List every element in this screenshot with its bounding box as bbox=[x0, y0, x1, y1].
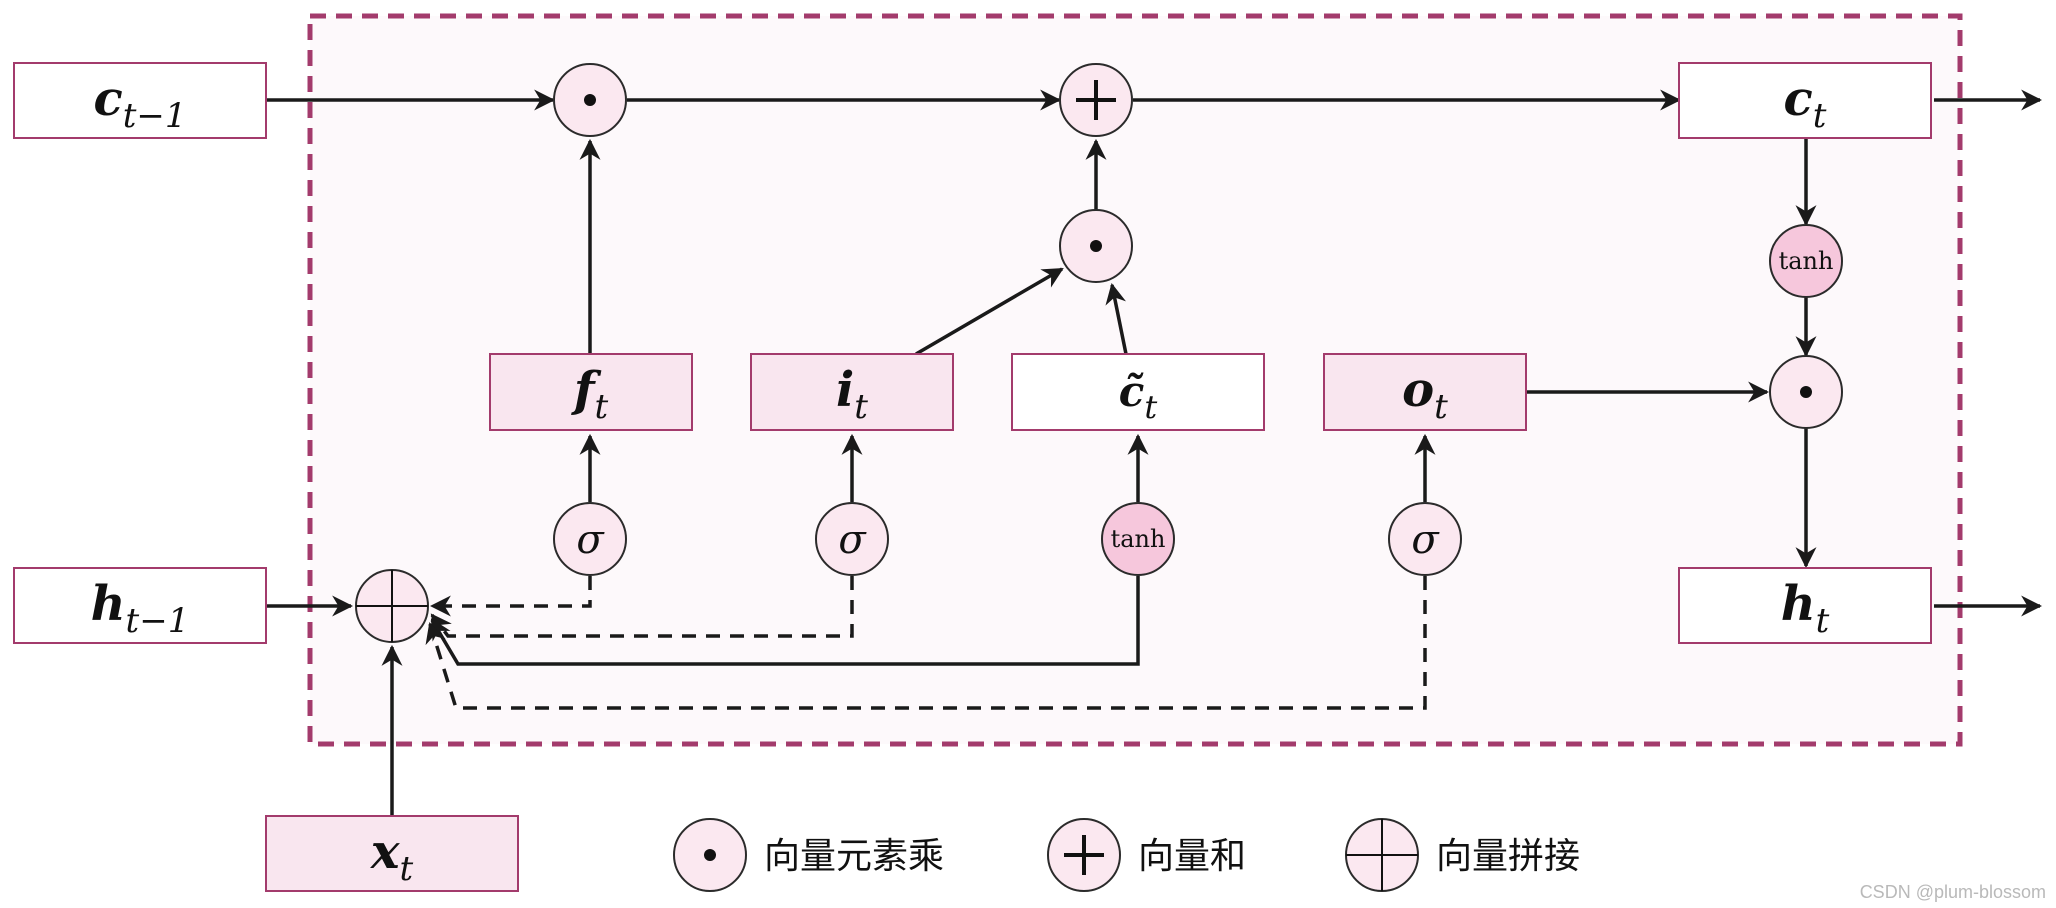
plus-icon bbox=[1076, 80, 1116, 120]
svg-text:向量和: 向量和 bbox=[1138, 836, 1246, 877]
svg-text:tanh: tanh bbox=[1111, 525, 1166, 553]
forget-gate-box: ft bbox=[489, 353, 693, 431]
wire-ctilde-to-input-mult bbox=[1105, 282, 1128, 355]
svg-text:tanh: tanh bbox=[1779, 247, 1834, 275]
svg-text:ht−1: ht−1 bbox=[91, 576, 190, 641]
x-t-box: xt bbox=[265, 815, 519, 892]
sigma-forget-node: σ bbox=[553, 502, 627, 576]
legend-item-multiply: 向量元素乘 bbox=[673, 818, 944, 892]
svg-text:xt: xt bbox=[370, 824, 414, 889]
svg-text:ht: ht bbox=[1781, 576, 1830, 641]
wire-concat-to-sigma-i bbox=[430, 576, 854, 638]
dot-icon bbox=[1800, 386, 1812, 398]
watermark: CSDN @plum-blossom bbox=[1860, 882, 2046, 902]
tanh-cell-node: tanh bbox=[1769, 224, 1843, 298]
legend: 向量元素乘 向量和 向量拼接 bbox=[673, 818, 1580, 892]
svg-text:it: it bbox=[836, 362, 868, 427]
c-t-box: ct bbox=[1678, 62, 1932, 139]
svg-text:σ: σ bbox=[576, 517, 605, 563]
legend-item-concat: 向量拼接 bbox=[1345, 818, 1580, 892]
output-multiply-node bbox=[1769, 355, 1843, 429]
concat-icon bbox=[356, 570, 428, 642]
h-t-box: ht bbox=[1678, 567, 1932, 644]
wire-concat-to-sigma-f bbox=[429, 576, 592, 617]
dot-icon bbox=[1090, 240, 1102, 252]
c-prev-box: ct−1 bbox=[13, 62, 267, 139]
svg-text:向量拼接: 向量拼接 bbox=[1436, 836, 1580, 877]
output-gate-box: ot bbox=[1323, 353, 1527, 431]
svg-text:ct−1: ct−1 bbox=[93, 71, 186, 136]
tanh-candidate-node: tanh bbox=[1101, 502, 1175, 576]
h-prev-box: ht−1 bbox=[13, 567, 267, 644]
dot-icon bbox=[584, 94, 596, 106]
sigma-input-node: σ bbox=[815, 502, 889, 576]
svg-text:ot: ot bbox=[1402, 362, 1448, 427]
svg-text:ft: ft bbox=[571, 362, 609, 427]
candidate-box: c̃t bbox=[1011, 353, 1265, 431]
vector-add-icon bbox=[1064, 835, 1104, 875]
svg-text:σ: σ bbox=[1411, 517, 1440, 563]
svg-text:向量元素乘: 向量元素乘 bbox=[764, 836, 944, 877]
wire-it-to-input-mult bbox=[915, 267, 1064, 356]
concat-node bbox=[355, 569, 429, 643]
forget-multiply-node bbox=[553, 63, 627, 137]
cell-add-node bbox=[1059, 63, 1133, 137]
svg-text:c̃t: c̃t bbox=[1119, 367, 1158, 426]
vector-concat-icon bbox=[1346, 819, 1418, 891]
svg-text:σ: σ bbox=[838, 517, 867, 563]
sigma-output-node: σ bbox=[1388, 502, 1462, 576]
legend-item-add: 向量和 bbox=[1047, 818, 1246, 892]
input-multiply-node bbox=[1059, 209, 1133, 283]
svg-text:ct: ct bbox=[1784, 71, 1827, 136]
elementwise-multiply-icon bbox=[704, 849, 716, 861]
input-gate-box: it bbox=[750, 353, 954, 431]
